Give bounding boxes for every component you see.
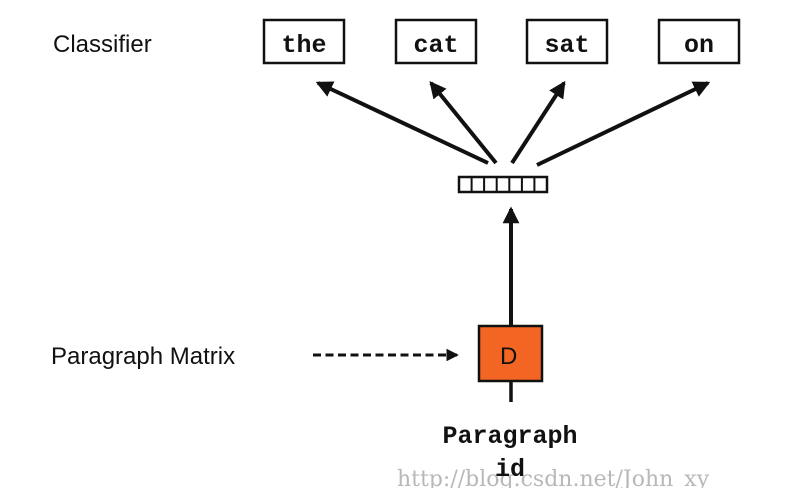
arrow-to-sat bbox=[510, 80, 566, 165]
output-word-sat: sat bbox=[544, 31, 589, 60]
output-word-box-the: the bbox=[262, 18, 346, 65]
paragraph-matrix-label: Paragraph Matrix bbox=[51, 343, 235, 370]
arrow-to-on bbox=[536, 81, 711, 167]
output-word-box-sat: sat bbox=[525, 18, 609, 65]
paragraph-id-label-line2: id bbox=[495, 455, 525, 484]
hidden-vector bbox=[457, 175, 549, 194]
classifier-label: Classifier bbox=[53, 31, 152, 58]
output-word-cat: cat bbox=[413, 31, 458, 60]
output-word-on: on bbox=[684, 31, 714, 60]
output-word-box-on: on bbox=[657, 18, 741, 65]
paragraph-matrix-box bbox=[477, 324, 544, 383]
watermark: http://blog.csdn.net/John_xy bbox=[397, 467, 710, 488]
arrow-to-the bbox=[315, 81, 489, 165]
output-word-box-cat: cat bbox=[394, 18, 478, 65]
paragraph-id-label-line1: Paragraph bbox=[442, 422, 577, 451]
matrix-symbol: D bbox=[500, 343, 517, 370]
output-word-the: the bbox=[281, 31, 326, 60]
arrow-to-cat bbox=[429, 81, 498, 165]
